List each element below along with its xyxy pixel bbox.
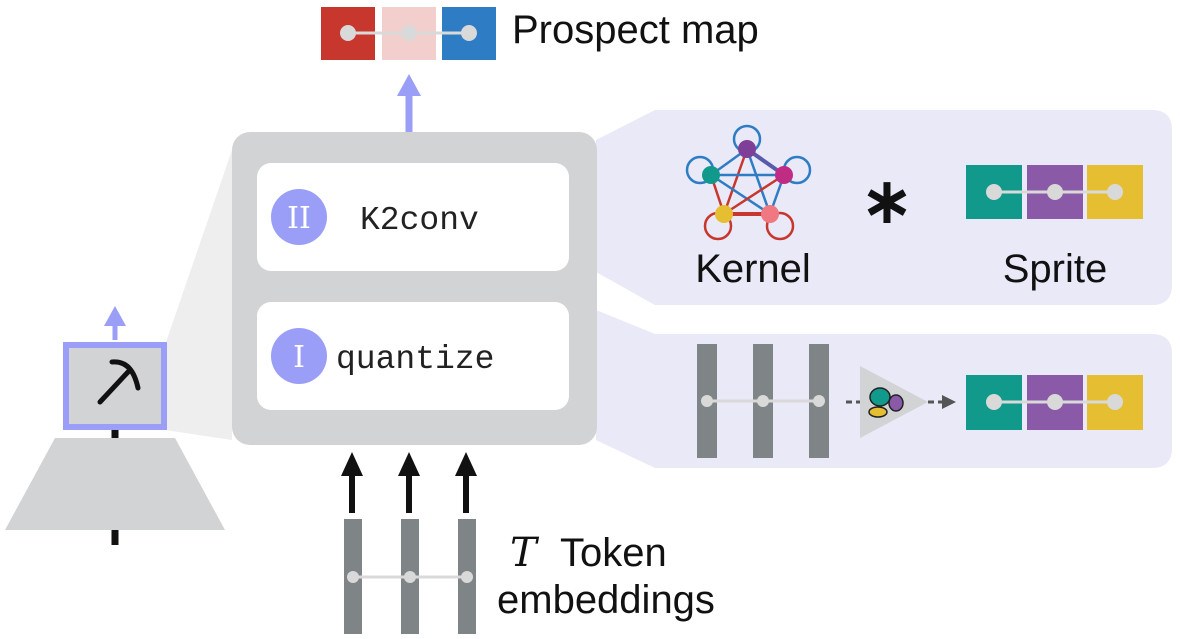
stage-k2conv: II K2conv — [257, 163, 569, 271]
stage-name: quantize — [336, 341, 494, 378]
token-count-symbol: T — [510, 530, 540, 576]
quantizer-icon — [860, 366, 928, 438]
zoom-cone — [165, 150, 232, 440]
kernel-graph-icon — [685, 124, 812, 241]
kernel-label: Kernel — [695, 247, 811, 291]
convolution-operator: ∗ — [861, 167, 913, 236]
sprite-label: Sprite — [1003, 247, 1108, 291]
quantize-embeddings — [697, 344, 829, 458]
token-embeddings — [344, 519, 476, 634]
model-icon — [5, 306, 225, 545]
stage-numeral: II — [287, 201, 311, 236]
stage-numeral: I — [293, 340, 305, 375]
quantizer-arrow-out — [928, 395, 956, 409]
k2conv-detail-background — [596, 110, 1172, 305]
prospect-map — [321, 7, 496, 60]
quantized-sprite-strip — [966, 375, 1143, 430]
stage-numeral-badge — [271, 189, 327, 245]
input-arrows — [341, 452, 477, 513]
token-label-line1: Token — [560, 531, 667, 575]
pickaxe-icon — [97, 359, 141, 405]
sprite-strip — [966, 165, 1143, 219]
token-label-line2: embeddings — [497, 578, 715, 622]
stage-numeral-badge — [271, 328, 327, 384]
prospect-map-label: Prospect map — [512, 8, 759, 52]
stage-name: K2conv — [360, 202, 479, 239]
output-arrow — [397, 74, 421, 132]
stage-quantize: I quantize — [257, 302, 569, 410]
encoder-trapezoid — [5, 438, 225, 530]
